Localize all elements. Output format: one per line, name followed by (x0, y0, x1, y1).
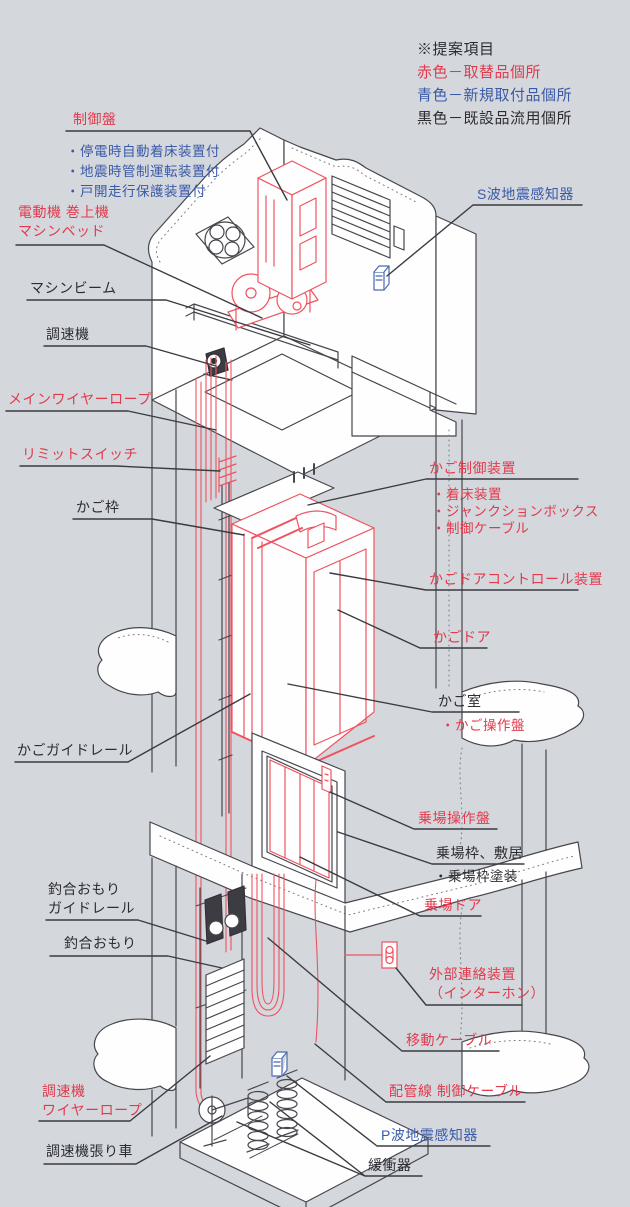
machine-room (147, 127, 477, 477)
machine-beam-part (185, 303, 339, 369)
label-motor-hoist: 電動機 巻上機 (18, 204, 110, 220)
hall-door-part (269, 759, 330, 879)
label-control-panel: 制御盤 (73, 111, 117, 127)
label-hall-operating-panel: 乗場操作盤 (418, 810, 491, 826)
seismic-sensors (271, 265, 390, 1077)
legend-item-new-install: 青色－新規取付品個所 (417, 87, 573, 104)
limit-switch-part (218, 455, 237, 493)
label-car-control-unit: かご制御装置 (429, 460, 516, 476)
label-car-room: かご室 (438, 693, 482, 709)
interphone-part (344, 941, 398, 969)
shaft-walls-upper (97, 389, 585, 859)
label-car-control-feature-3: ・制御ケーブル (432, 521, 530, 536)
hall-operating-panel-part (321, 765, 332, 794)
leader-lines (5, 130, 583, 1177)
legend: ※提案項目 赤色－取替品個所 青色－新規取付品個所 黒色－既設品流用個所 (417, 38, 572, 130)
label-governor: 調速機 (46, 326, 90, 342)
label-governor-rope-1: 調速機 (42, 1083, 86, 1099)
legend-item-existing: 黒色－既設品流用個所 (417, 110, 573, 127)
label-hall-door: 乗場ドア (424, 897, 482, 913)
label-machine-beam: マシンビーム (30, 280, 117, 296)
label-traveling-cable: 移動ケーブル (406, 1032, 493, 1048)
label-car-door-controller: かごドアコントロール装置 (429, 571, 603, 587)
elevator-car (231, 493, 375, 767)
label-piping-control-cable: 配管線 制御ケーブル (389, 1083, 524, 1099)
floor-slab-main (149, 821, 583, 933)
legend-title: ※提案項目 (417, 41, 495, 58)
label-car-control-feature-1: ・着床装置 (432, 487, 502, 502)
label-hall-frame-sill: 乗場枠、敷居 (436, 845, 523, 861)
label-p-wave-sensor: P波地震感知器 (381, 1127, 478, 1143)
label-car-operating-panel: ・かご操作盤 (441, 718, 525, 733)
s-wave-sensor-part (373, 265, 390, 291)
governor-rope-part (195, 377, 202, 1095)
label-main-wire-rope: メインワイヤーロープ (8, 391, 152, 407)
label-governor-rope-2: ワイヤーロープ (42, 1102, 143, 1118)
label-counterweight: 釣合おもり (64, 935, 137, 951)
label-car-door: かごドア (433, 629, 491, 645)
label-car-control-feature-2: ・ジャンクションボックス (432, 504, 599, 519)
piping-part (314, 879, 319, 1043)
label-governor-tension-pulley: 調速機張り車 (46, 1143, 133, 1159)
label-car-guide-rail: かごガイドレール (17, 742, 133, 758)
label-interphone-1: 外部連絡装置 (429, 966, 516, 982)
label-buffer: 緩衝器 (368, 1157, 412, 1173)
label-control-panel-feature-1: ・停電時自動着床装置付 (66, 144, 220, 159)
label-control-panel-feature-2: ・地震時管制運転装置付 (66, 164, 220, 179)
label-control-panel-feature-3: ・戸開走行保護装置付 (66, 184, 206, 199)
label-cwt-guide-rail-2: ガイドレール (48, 900, 135, 916)
counterweight-part (195, 873, 247, 1089)
control-panel-part (257, 160, 327, 300)
legend-item-replacement: 赤色－取替品個所 (417, 64, 542, 81)
label-hall-frame-paint: ・乗場枠塗装 (434, 869, 518, 884)
p-wave-sensor-part (271, 1051, 288, 1077)
louver-grille-icon (331, 175, 405, 259)
shaft-walls-lower (93, 857, 590, 1137)
label-machine-bed: マシンベッド (18, 223, 105, 239)
label-interphone-2: （インターホン） (429, 985, 545, 1001)
label-s-wave-sensor: S波地震感知器 (477, 186, 574, 202)
label-limit-switch: リミットスイッチ (22, 446, 138, 462)
car-frame-part (213, 463, 335, 817)
ventilation-fan-icon (195, 216, 255, 265)
label-cwt-guide-rail-1: 釣合おもり (48, 881, 121, 897)
traveling-cable-part (251, 873, 319, 1043)
label-car-frame: かご枠 (76, 499, 120, 515)
